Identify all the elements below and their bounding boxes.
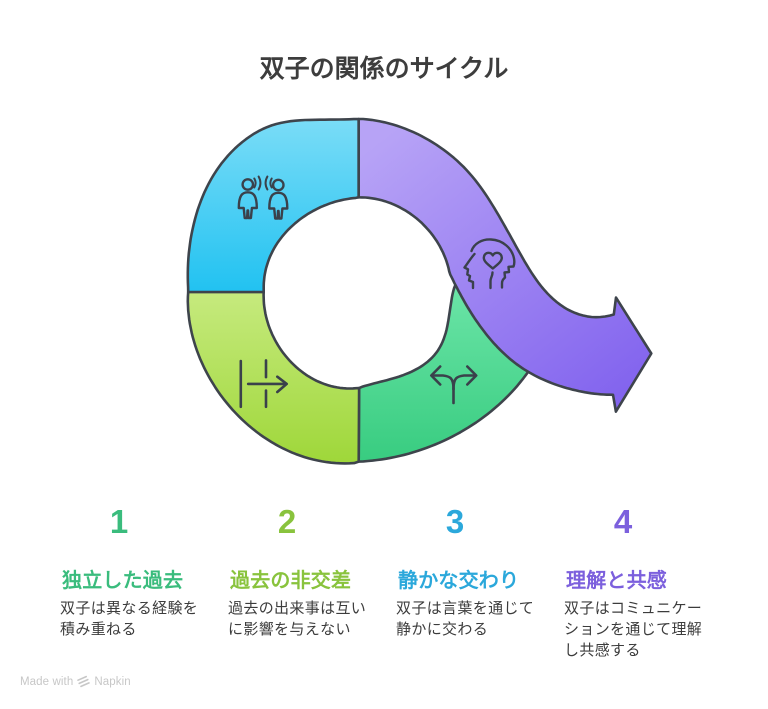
step-description: 過去の出来事は互いに影響を与えない [228, 600, 367, 638]
napkin-logo-icon [77, 675, 91, 688]
watermark: Made with Napkin [20, 675, 131, 688]
step-description: 双子は言葉を通じて静かに交わる [396, 600, 535, 638]
step-heading: 理解と共感 [566, 570, 667, 592]
step-number: 1 [109, 503, 129, 540]
watermark-made-with: Made with [20, 675, 74, 688]
page-title: 双子の関係のサイクル [259, 55, 509, 83]
step-heading: 独立した過去 [62, 570, 184, 592]
step-heading: 静かな交わり [398, 570, 520, 592]
sound-wave [264, 175, 269, 191]
step-number: 4 [613, 503, 633, 540]
step-number: 3 [445, 503, 465, 540]
watermark-brand: Napkin [94, 675, 131, 688]
sound-wave [269, 177, 273, 189]
step-heading: 過去の非交差 [230, 570, 352, 592]
head-heart-icon [463, 238, 516, 290]
segment-understanding-empathy-arrow [357, 117, 653, 413]
step-description: 双子は異なる経験を積み重ねる [60, 600, 199, 638]
boundary-arrow-icon [239, 359, 288, 409]
diverging-paths-icon [430, 365, 478, 405]
person-figure-right [268, 178, 289, 220]
person-figure-left [237, 178, 259, 220]
step-number: 2 [277, 503, 297, 540]
step-description: 双子はコミュニケーションを通じて理解し共感する [564, 600, 703, 659]
sound-wave [257, 175, 262, 191]
sound-wave [253, 177, 257, 189]
segment-quiet-communication [186, 117, 360, 294]
two-people-talking-icon [237, 175, 289, 220]
segment-non-crossing-past [186, 290, 361, 465]
